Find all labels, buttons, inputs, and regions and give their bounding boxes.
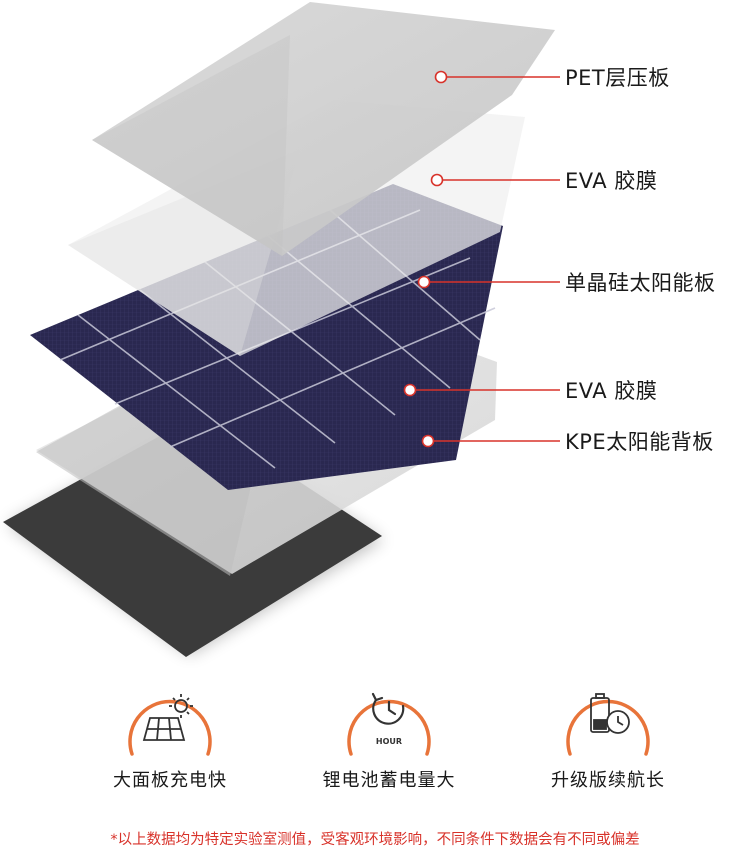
24-hour-clock-icon: HOUR <box>347 692 431 756</box>
layer-label-upper-eva: EVA 胶膜 <box>565 169 658 193</box>
layer-label-pet: PET层压板 <box>565 66 670 90</box>
battery-clock-icon <box>566 693 650 756</box>
feature-label-battery-capacity: 锂电池蓄电量大 <box>322 770 456 791</box>
feature-label-endurance: 升级版续航长 <box>551 770 665 791</box>
callout-backsheet <box>421 434 560 448</box>
disclaimer-note: *以上数据均为特定实验室测值，受客观环境影响，不同条件下数据会有不同或偏差 <box>110 832 640 848</box>
feature-large-panel: 大面板充电快 <box>70 676 270 792</box>
layer-label-lower-eva: EVA 胶膜 <box>565 379 658 403</box>
feature-label-large-panel: 大面板充电快 <box>113 770 227 791</box>
callout-lower-eva <box>403 383 560 397</box>
callout-solar-cells <box>417 275 560 289</box>
pet-laminate-layer <box>92 2 555 256</box>
hour-icon-text: HOUR <box>376 737 402 746</box>
feature-battery-capacity: HOUR 锂电池蓄电量大 <box>289 676 489 792</box>
callout-pet <box>434 70 560 84</box>
layer-label-solar-cells: 单晶硅太阳能板 <box>565 271 716 295</box>
solar-panel-sun-icon <box>128 694 212 756</box>
layer-label-backsheet: KPE太阳能背板 <box>565 430 714 454</box>
feature-endurance: 升级版续航长 <box>508 676 708 792</box>
callout-upper-eva <box>430 173 560 187</box>
